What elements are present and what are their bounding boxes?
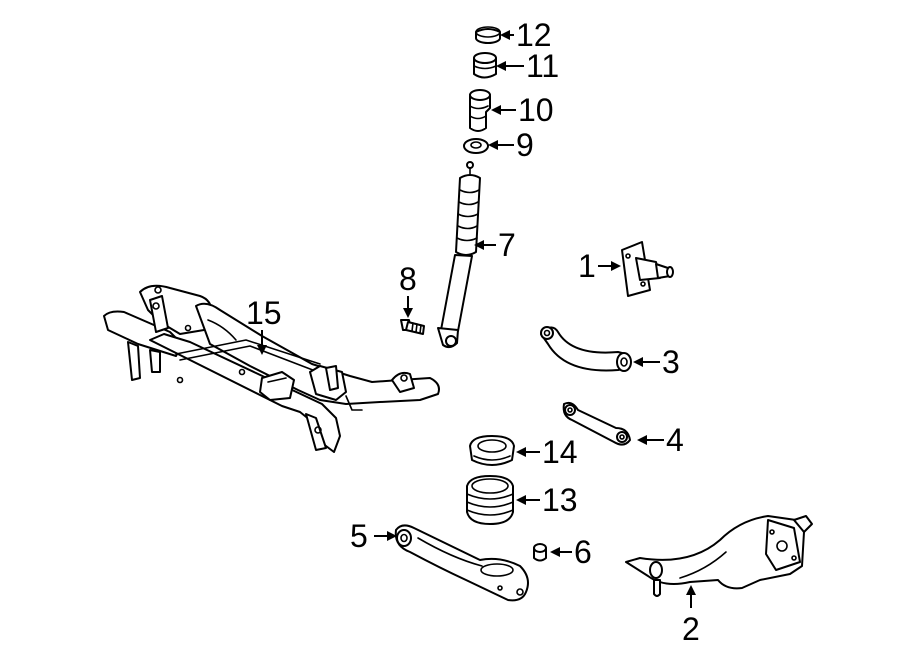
part-10-bump-stop	[469, 89, 491, 132]
leader-1	[598, 261, 621, 271]
leader-3	[633, 357, 660, 367]
callout-10: 10	[518, 92, 554, 128]
leader-6	[550, 547, 572, 557]
part-5-lower-arm	[394, 524, 529, 602]
leader-8	[403, 296, 413, 318]
part-13-coil-spring	[466, 475, 514, 525]
leader-12	[500, 30, 514, 40]
leader-7	[474, 240, 496, 250]
callout-12: 12	[516, 17, 552, 53]
part-3-upper-arm	[540, 326, 632, 372]
callout-5: 5	[350, 518, 368, 554]
part-1-spindle	[621, 241, 674, 297]
callout-7: 7	[498, 227, 516, 263]
part-15-subframe	[103, 284, 440, 453]
leader-4	[637, 435, 664, 445]
leader-5	[374, 531, 397, 541]
part-12-cap	[475, 26, 501, 44]
callout-3: 3	[662, 344, 680, 380]
callout-15: 15	[246, 295, 282, 331]
callout-9: 9	[516, 127, 534, 163]
part-7-shock-absorber	[437, 161, 481, 349]
callout-2: 2	[682, 611, 700, 647]
part-11-bushing	[473, 52, 497, 79]
callout-6: 6	[574, 534, 592, 570]
part-2-trailing-arm	[625, 515, 813, 597]
leader-11	[496, 61, 524, 71]
callout-4: 4	[666, 422, 684, 458]
part-6-bushing	[533, 543, 547, 562]
callout-11: 11	[526, 48, 559, 84]
part-4-lateral-link	[562, 401, 631, 446]
callout-1: 1	[578, 248, 596, 284]
leader-9	[488, 140, 514, 150]
leader-13	[516, 495, 540, 505]
part-9-washer	[463, 138, 489, 154]
part-14-spring-seat	[469, 435, 515, 466]
leader-15	[257, 330, 267, 355]
part-8-bolt	[400, 319, 425, 335]
callout-14: 14	[542, 434, 578, 470]
callout-8: 8	[399, 261, 417, 297]
leader-10	[491, 105, 516, 115]
leader-2	[686, 585, 696, 608]
callout-13: 13	[542, 482, 578, 518]
leader-14	[516, 447, 540, 457]
